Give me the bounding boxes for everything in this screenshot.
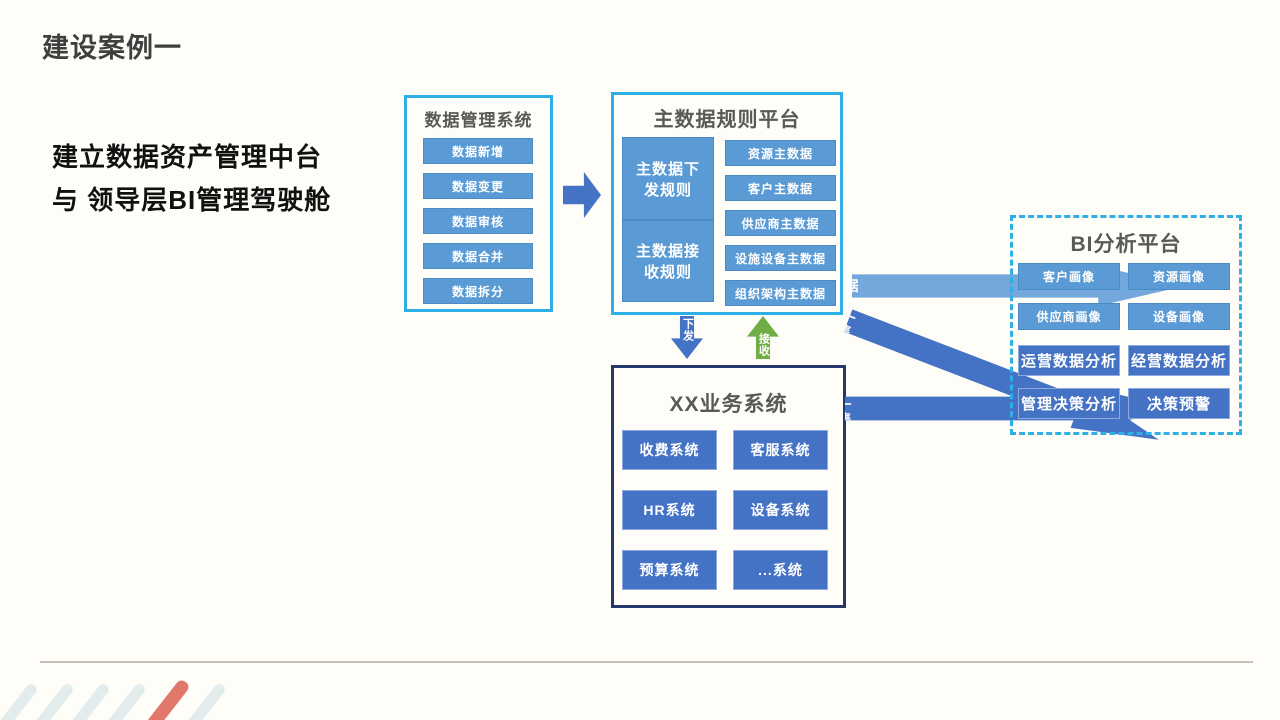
- master-data-rule-platform-box: 主数据规则平台 主数据下发规则 主数据接收规则 资源主数据 客户主数据 供应商主…: [611, 92, 843, 315]
- footer-divider: [40, 661, 1253, 663]
- receive-arrow-label: 接收: [757, 333, 770, 357]
- mdr-master: 客户主数据: [725, 175, 836, 201]
- bi-analytic: 运营数据分析: [1018, 345, 1120, 376]
- dms-item: 数据新增: [423, 138, 533, 164]
- slide-subtitle: 建立数据资产管理中台 与 领导层BI管理驾驶舱: [52, 136, 331, 222]
- downstream-arrow-label: 下发: [681, 318, 694, 342]
- biz-item: 预算系统: [622, 550, 717, 590]
- decorative-stroke: [0, 681, 39, 720]
- subtitle-line-1: 建立数据资产管理中台: [52, 142, 323, 172]
- bi-analytic: 决策预警: [1128, 388, 1230, 419]
- mdr-master: 供应商主数据: [725, 210, 836, 236]
- subtitle-line-2: 与 领导层BI管理驾驶舱: [52, 185, 332, 215]
- biz-item: 客服系统: [733, 430, 828, 470]
- biz-item: 收费系统: [622, 430, 717, 470]
- bi-profile: 设备画像: [1128, 303, 1230, 330]
- biz-item: 设备系统: [733, 490, 828, 530]
- bi-analysis-platform-box: BI分析平台 客户画像 资源画像 供应商画像 设备画像 运营数据分析 经营数据分…: [1010, 215, 1242, 435]
- mdr-master: 设施设备主数据: [725, 245, 836, 271]
- mdr-rule: 主数据下发规则: [622, 137, 714, 220]
- biz-item: ...系统: [733, 550, 828, 590]
- bi-analytic: 管理决策分析: [1018, 388, 1120, 419]
- data-management-system-box: 数据管理系统 数据新增 数据变更 数据审核 数据合并 数据拆分: [404, 95, 553, 312]
- bi-analytic: 经营数据分析: [1128, 345, 1230, 376]
- mdr-master: 组织架构主数据: [725, 280, 836, 306]
- bi-profile: 资源画像: [1128, 263, 1230, 290]
- mdr-title: 主数据规则平台: [653, 109, 801, 131]
- mdr-rule: 主数据接收规则: [622, 220, 714, 302]
- dms-item: 数据拆分: [423, 278, 533, 304]
- biz-title: XX业务系统: [669, 393, 788, 416]
- biz-item: HR系统: [622, 490, 717, 530]
- bi-title: BI分析平台: [1070, 233, 1182, 256]
- dms-item: 数据合并: [423, 243, 533, 269]
- bi-profile: 供应商画像: [1018, 303, 1120, 330]
- business-system-box: XX业务系统 收费系统 客服系统 HR系统 设备系统 预算系统 ...系统: [611, 365, 846, 608]
- downstream-arrow-icon: 下发: [671, 316, 703, 359]
- dms-item: 数据审核: [423, 208, 533, 234]
- mdr-master: 资源主数据: [725, 140, 836, 166]
- dms-title: 数据管理系统: [424, 111, 533, 130]
- receive-arrow-icon: 接收: [747, 316, 779, 359]
- dms-item: 数据变更: [423, 173, 533, 199]
- data-collection-analysis-label-2: 数据汇集分析: [837, 350, 853, 467]
- page-title: 建设案例一: [42, 33, 182, 63]
- bi-profile: 客户画像: [1018, 263, 1120, 290]
- flow-arrow-right-icon: [563, 172, 601, 218]
